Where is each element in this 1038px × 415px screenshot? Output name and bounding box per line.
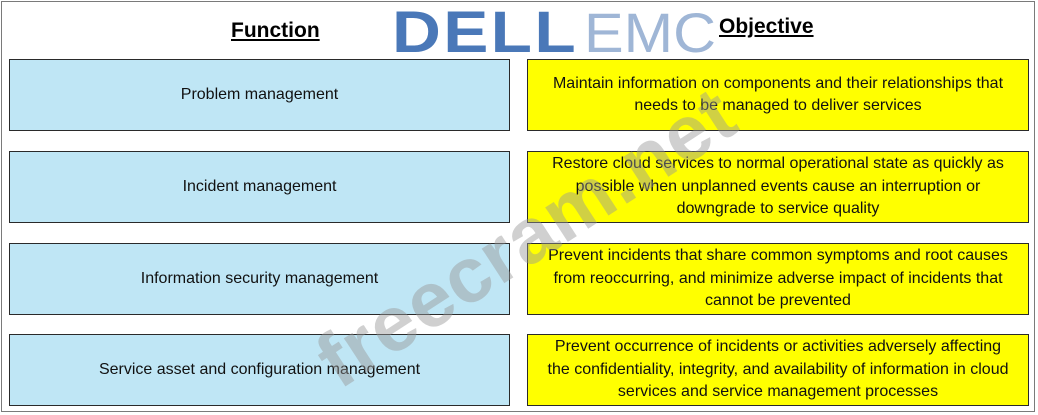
objective-box[interactable]: Maintain information on components and t… [527, 59, 1029, 131]
function-label: Incident management [182, 178, 337, 195]
objective-label: Prevent occurrence of incidents or activ… [547, 338, 1009, 401]
function-label: Information security management [140, 270, 379, 287]
function-label: Problem management [180, 86, 339, 103]
function-label: Service asset and configuration manageme… [98, 361, 421, 378]
objective-box[interactable]: Prevent incidents that share common symp… [527, 243, 1029, 315]
objective-label: Prevent incidents that share common symp… [548, 247, 1008, 310]
function-box[interactable]: Information security management [9, 243, 510, 315]
objective-header: Objective [719, 15, 814, 38]
objective-label: Maintain information on components and t… [552, 74, 1004, 115]
function-header: Function [231, 19, 320, 42]
function-box[interactable]: Incident management [9, 151, 510, 223]
objective-label: Restore cloud services to normal operati… [552, 155, 1004, 218]
function-box[interactable]: Problem management [9, 59, 510, 131]
objective-box[interactable]: Restore cloud services to normal operati… [527, 151, 1029, 223]
function-box[interactable]: Service asset and configuration manageme… [9, 334, 510, 406]
objective-box[interactable]: Prevent occurrence of incidents or activ… [527, 334, 1029, 406]
